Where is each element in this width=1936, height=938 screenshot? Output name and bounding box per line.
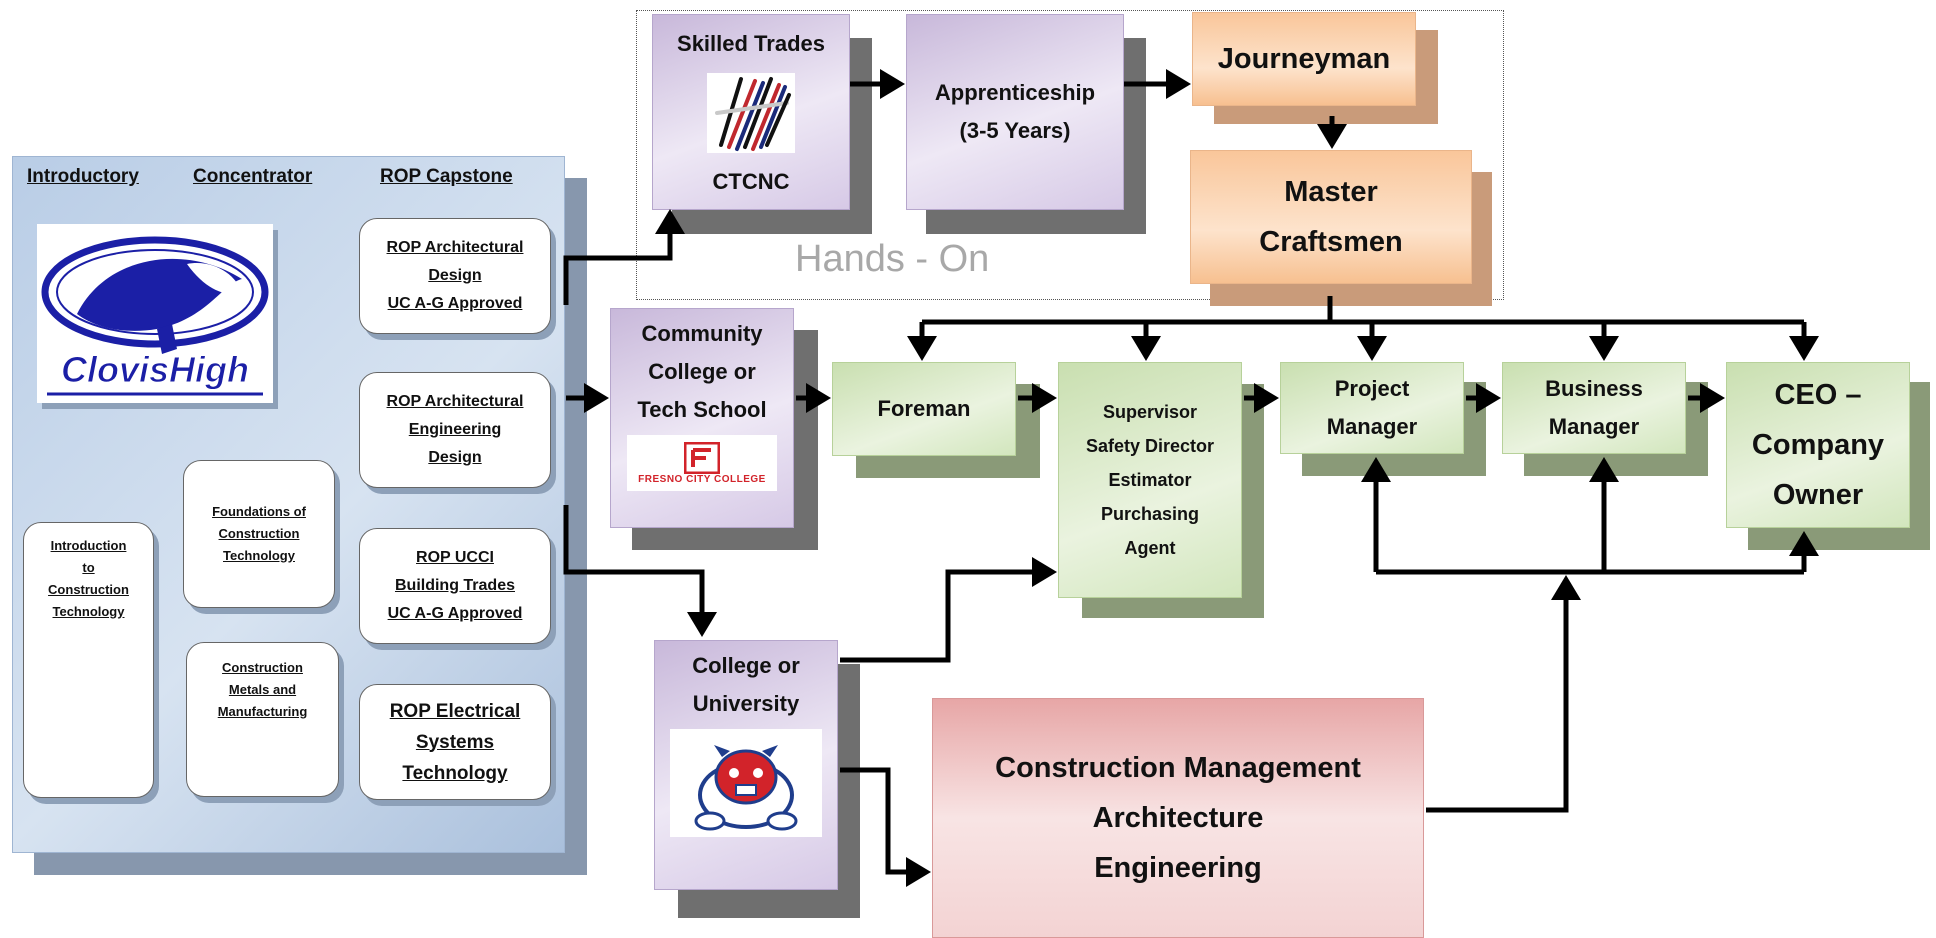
- college-university-box: College or University: [654, 640, 838, 890]
- business-manager-line: Business: [1545, 376, 1643, 401]
- course-foundations-of-construction: Foundations of Construction Technology: [183, 460, 335, 608]
- university-line: College or: [692, 653, 800, 678]
- course-line: Foundations of: [212, 504, 306, 519]
- course-line: Introduction: [50, 538, 127, 553]
- column-heading-concentrator: Concentrator: [193, 166, 313, 187]
- ceo-line: Owner: [1772, 479, 1864, 511]
- journeyman-label: Journeyman: [1217, 43, 1391, 75]
- master-craftsmen-box: Master Craftsmen: [1190, 150, 1472, 284]
- course-rop-architectural-design: ROP Architectural Design UC A-G Approved: [359, 218, 551, 334]
- fresno-city-college-mark: [684, 441, 720, 474]
- course-line: Engineering: [408, 421, 502, 438]
- fresno-city-college-logo: FRESNO CITY COLLEGE: [627, 435, 777, 491]
- course-construction-metals: Construction Metals and Manufacturing: [186, 642, 339, 797]
- course-introduction-to-construction: Introduction to Construction Technology: [23, 522, 154, 798]
- course-rop-architectural-engineering: ROP Architectural Engineering Design: [359, 372, 551, 488]
- course-line: Construction: [48, 582, 129, 597]
- ceo-line: CEO –: [1774, 379, 1862, 411]
- clovis-high-logo-graphic: ClovisHigh: [41, 236, 269, 396]
- community-college-line: Tech School: [637, 397, 767, 422]
- community-college-box: Community College or Tech School FRESNO …: [610, 308, 794, 528]
- course-line: Construction: [218, 526, 300, 541]
- course-line: Building Trades: [394, 577, 515, 594]
- arrow-university-cm: [840, 767, 931, 887]
- arrow-university-supervisor: [840, 557, 1057, 663]
- university-line: University: [692, 691, 800, 716]
- project-manager-line: Manager: [1326, 414, 1418, 439]
- business-manager-line: Manager: [1548, 414, 1640, 439]
- course-line: Manufacturing: [217, 704, 308, 719]
- course-line: UC A-G Approved: [387, 605, 523, 622]
- project-manager-line: Project: [1334, 376, 1410, 401]
- course-line: Design: [428, 267, 482, 284]
- course-rop-ucci-building-trades: ROP UCCI Building Trades UC A-G Approved: [359, 528, 551, 644]
- course-rop-electrical-systems: ROP Electrical Systems Technology: [359, 684, 551, 800]
- clovis-high-logo: ClovisHigh: [37, 224, 273, 403]
- apprenticeship-duration: (3-5 Years): [959, 118, 1071, 143]
- clovis-high-wordmark: ClovisHigh: [61, 349, 249, 390]
- community-college-line: College or: [648, 359, 756, 384]
- community-college-line: Community: [641, 321, 763, 346]
- foreman-label: Foreman: [877, 396, 971, 421]
- supervisor-line: Estimator: [1108, 470, 1192, 490]
- supervisor-box: Supervisor Safety Director Estimator Pur…: [1058, 362, 1242, 598]
- hands-on-region: [636, 10, 1504, 300]
- supervisor-line: Purchasing: [1100, 504, 1200, 524]
- course-line: Technology: [223, 548, 295, 563]
- course-line: ROP Architectural: [386, 393, 524, 410]
- arrow-to-skilled-trades: [563, 209, 685, 305]
- fresno-city-college-wordmark: FRESNO CITY COLLEGE: [638, 473, 766, 485]
- business-manager-box: Business Manager: [1502, 362, 1686, 454]
- foreman-box: Foreman: [832, 362, 1016, 456]
- course-line: Technology: [402, 762, 508, 784]
- hands-on-label: Hands - On: [795, 238, 990, 280]
- column-heading-introductory: Introductory: [27, 166, 139, 187]
- course-line: Technology: [52, 604, 125, 619]
- master-line: Master: [1284, 176, 1378, 208]
- supervisor-line: Safety Director: [1085, 436, 1215, 456]
- ctcnc-logo: [707, 73, 795, 153]
- skilled-trades-subtitle: CTCNC: [712, 169, 790, 194]
- skilled-trades-box: Skilled Trades CTCNC: [652, 14, 850, 210]
- supervisor-line: Supervisor: [1102, 402, 1198, 422]
- column-heading-capstone: ROP Capstone: [380, 166, 513, 187]
- master-line: Craftsmen: [1259, 226, 1403, 258]
- construction-management-box: Construction Management Architecture Eng…: [932, 698, 1424, 938]
- cm-line: Engineering: [1094, 852, 1262, 884]
- course-line: ROP Electrical: [389, 700, 521, 722]
- supervisor-line: Agent: [1124, 538, 1176, 558]
- ceo-box: CEO – Company Owner: [1726, 362, 1910, 528]
- course-line: Systems: [415, 731, 495, 753]
- course-line: to: [82, 560, 95, 575]
- bulldog-logo: [670, 729, 822, 837]
- ceo-line: Company: [1751, 429, 1885, 461]
- course-line: Construction: [222, 660, 303, 675]
- course-line: UC A-G Approved: [387, 295, 523, 312]
- cm-line: Architecture: [1092, 802, 1264, 834]
- course-line: ROP UCCI: [416, 549, 494, 566]
- arrow-to-university: [563, 505, 717, 637]
- course-line: ROP Architectural: [386, 239, 524, 256]
- journeyman-box: Journeyman: [1192, 12, 1416, 106]
- course-line: Metals and: [228, 682, 297, 697]
- apprenticeship-label: Apprenticeship: [934, 80, 1096, 105]
- apprenticeship-box: Apprenticeship (3-5 Years): [906, 14, 1124, 210]
- arrow-cm-up: [1426, 575, 1581, 813]
- skilled-trades-title: Skilled Trades: [677, 31, 825, 56]
- cm-line: Construction Management: [995, 752, 1361, 784]
- project-manager-box: Project Manager: [1280, 362, 1464, 454]
- course-line: Design: [428, 449, 482, 466]
